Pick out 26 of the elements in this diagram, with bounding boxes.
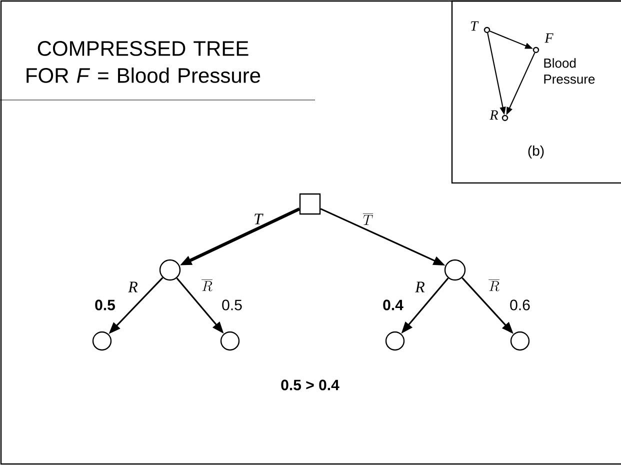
- edge-label: $\overline{R}$: [488, 280, 500, 292]
- node-label: R: [490, 110, 498, 120]
- tree-node: [444, 259, 466, 281]
- tree-node: [92, 331, 112, 351]
- tree-node: [220, 331, 240, 351]
- probability-label: 0.6: [510, 300, 530, 310]
- node-label: F: [544, 33, 554, 43]
- edge-label: $\overline{R}$: [202, 280, 212, 292]
- edge-label: R: [415, 282, 425, 292]
- edge-label: T: [254, 214, 264, 224]
- graph-vertex: F Blood Pressure: [532, 33, 595, 84]
- node-label: T: [471, 21, 479, 31]
- edge-label: R: [128, 282, 138, 292]
- title: COMPRESSED TREE FOR F = Blood Pressure: [26, 41, 260, 83]
- comparison-label: 0.5 > 0.4: [281, 380, 340, 390]
- graph-vertex: R: [490, 110, 508, 122]
- node-label: Blood Pressure: [544, 58, 595, 84]
- graph-vertex: T: [471, 21, 490, 34]
- tree-node: [510, 331, 530, 351]
- probability-label: 0.5: [222, 300, 242, 310]
- tree-node: [159, 259, 181, 281]
- tree-node: [299, 193, 321, 215]
- probability-label: 0.5: [95, 300, 115, 310]
- edge-label: $\overline{T}$: [362, 214, 374, 225]
- tree-node: [385, 331, 405, 351]
- probability-label: 0.4: [383, 300, 404, 310]
